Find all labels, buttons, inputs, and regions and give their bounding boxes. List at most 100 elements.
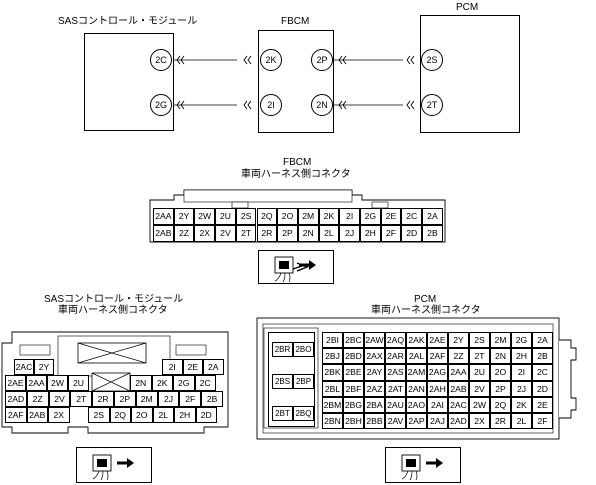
connector-pin: 2AF xyxy=(427,348,448,365)
connector-pin: 2N xyxy=(297,225,319,242)
connector-pin: 2AM xyxy=(406,364,427,381)
connector-pin: 2Y xyxy=(173,208,195,225)
connector-pin: 2W xyxy=(47,375,68,391)
connector-pin: 2S xyxy=(235,208,257,225)
sas-module-title: SASコントロール・モジュール xyxy=(58,16,198,27)
pcm-large-pin: 2BP xyxy=(293,374,314,389)
fbcm-pin-2n: 2N xyxy=(311,94,333,116)
pcm-large-pin: 2BS xyxy=(272,374,293,389)
connector-pin: 2K xyxy=(511,396,532,413)
connector-pin: 2AB xyxy=(26,407,48,423)
connector-pin: 2U xyxy=(469,364,490,381)
connector-pin: 2R xyxy=(490,413,511,430)
pcm-large-pin: 2BT xyxy=(272,406,293,421)
connector-pin: 2T xyxy=(70,391,93,407)
connector-pin: 2I xyxy=(339,208,360,225)
connector-pin: 2AB xyxy=(153,225,174,242)
connector-pin: 2S xyxy=(469,332,490,349)
connector-pin: 2E xyxy=(532,396,553,413)
connector-pin: 2J xyxy=(339,225,360,242)
fbcm-pin-2i: 2I xyxy=(260,94,282,116)
connector-pin: 2AV xyxy=(385,413,406,430)
connector-pin: 2T xyxy=(235,225,257,242)
sas-connector-subtitle: 車両ハーネス側コネクタ xyxy=(58,305,168,316)
connector-pin: 2I xyxy=(162,359,183,375)
connector-pin: 2Q xyxy=(256,208,278,225)
pcm-module-title: PCM xyxy=(456,2,479,13)
connector-pin: 2P xyxy=(114,391,136,407)
connector-pin: 2W xyxy=(194,208,216,225)
connector-pin: 2BM xyxy=(322,396,343,413)
connector-pin: 2R xyxy=(256,225,278,242)
connector-pin: 2D xyxy=(532,380,553,397)
connector-pin: 2L xyxy=(152,407,174,423)
connector-pin: 2C xyxy=(194,375,216,391)
connector-pin: 2U xyxy=(215,208,236,225)
connector-pin: 2P xyxy=(277,225,298,242)
connector-pin: 2AS xyxy=(385,364,406,381)
pcm-connector-icon xyxy=(385,447,461,483)
connector-pin: 2N xyxy=(490,348,511,365)
connector-pin: 2A xyxy=(532,332,553,349)
connector-pin: 2B xyxy=(201,391,223,407)
connector-pin: 2V xyxy=(215,225,236,242)
connector-pin: 2F xyxy=(532,413,553,430)
connector-pin: 2BE xyxy=(343,364,364,381)
connector-pin: 2AT xyxy=(385,380,406,397)
connector-pin: 2BN xyxy=(322,413,343,430)
connector-pin: 2AP xyxy=(406,413,427,430)
connector-pin: 2X xyxy=(194,225,216,242)
connector-pin: 2AA xyxy=(448,364,469,381)
connector-pin: 2AX xyxy=(364,348,385,365)
connector-pin: 2AG xyxy=(427,364,448,381)
connector-pin: 2AC xyxy=(14,359,34,375)
connector-pin: 2AO xyxy=(406,396,427,413)
connector-pin: 2BK xyxy=(322,364,343,381)
fbcm-pin-2k: 2K xyxy=(260,49,282,71)
fbcm-module-title: FBCM xyxy=(281,16,310,27)
connector-pin: 2V xyxy=(48,391,71,407)
connector-pin: 2BF xyxy=(343,380,364,397)
connector-pin: 2K xyxy=(318,208,340,225)
fbcm-connector-subtitle: 車両ハーネス側コネクタ xyxy=(241,169,351,180)
connector-pin: 2Z xyxy=(26,391,49,407)
connector-pin: 2K xyxy=(151,375,173,391)
connector-pin: 2O xyxy=(131,407,153,423)
connector-pin: 2J xyxy=(511,380,532,397)
connector-pin: 2AK xyxy=(406,332,427,349)
connector-pin: 2W xyxy=(469,396,490,413)
connector-pin: 2AA xyxy=(26,375,47,391)
connector-pin: 2AL xyxy=(406,348,427,365)
connector-pin: 2AR xyxy=(385,348,406,365)
connector-pin: 2I xyxy=(511,364,532,381)
connector-pin: 2L xyxy=(511,413,532,430)
connector-pin: 2BJ xyxy=(322,348,343,365)
connector-pin: 2H xyxy=(360,225,381,242)
connector-pin: 2C xyxy=(532,364,553,381)
connector-pin: 2L xyxy=(318,225,340,242)
connector-pin: 2E xyxy=(380,208,402,225)
connector-pin: 2AH xyxy=(427,380,448,397)
connector-pin: 2AE xyxy=(427,332,448,349)
connector-pin: 2O xyxy=(277,208,298,225)
connector-pin: 2D xyxy=(401,225,423,242)
connector-pin: 2Q xyxy=(490,396,511,413)
connector-pin: 2AD xyxy=(5,391,27,407)
connector-pin: 2AC xyxy=(448,396,469,413)
sas-connector-title: SASコントロール・モジュール xyxy=(44,294,184,305)
connector-pin: 2AU xyxy=(385,396,406,413)
connector-pin: 2BC xyxy=(343,332,364,349)
pcm-large-pin: 2BQ xyxy=(293,406,314,421)
connector-pin: 2C xyxy=(401,208,423,225)
connector-pin: 2AY xyxy=(364,364,385,381)
connector-pin: 2Q xyxy=(109,407,131,423)
connector-pin: 2B xyxy=(532,348,553,365)
connector-pin: 2AW xyxy=(364,332,385,349)
connector-pin: 2AF xyxy=(5,407,27,423)
connector-pin: 2BI xyxy=(322,332,343,349)
connector-pin: 2T xyxy=(469,348,490,365)
connector-pin: 2AQ xyxy=(385,332,406,349)
connector-pin: 2AE xyxy=(5,375,26,391)
sas-pin-2c: 2C xyxy=(150,49,172,71)
connector-pin: 2G xyxy=(511,332,532,349)
